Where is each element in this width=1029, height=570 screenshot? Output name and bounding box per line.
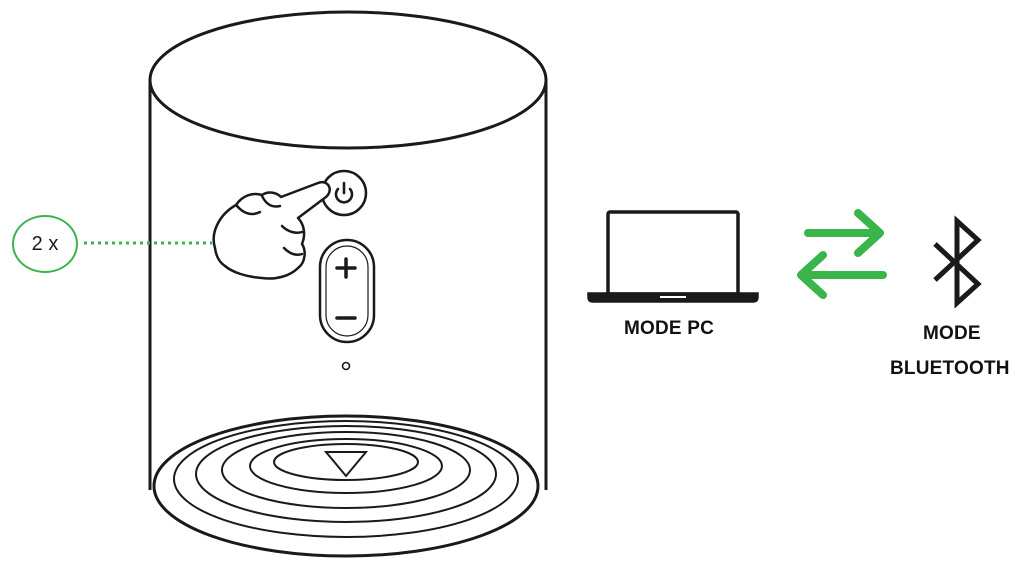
speaker-body [148,80,548,490]
mode-pc-label: MODE PC [624,318,715,339]
mode-bluetooth-label-line1: MODE [923,323,981,344]
volume-rocker[interactable] [318,238,376,344]
volume-rocker-body[interactable] [318,238,376,344]
bluetooth-icon [933,215,982,309]
speaker-top-rim [148,10,548,150]
laptop-screen [606,210,740,296]
base-ring-5 [249,438,443,494]
speaker-base [152,414,540,558]
pointing-hand-icon [212,180,331,280]
power-button[interactable] [320,169,368,217]
speaker [148,10,548,490]
base-ring-6 [273,443,419,481]
base-ring-4 [221,431,471,509]
press-count-text: 2 x [31,232,59,255]
press-count-badge: 2 x [12,215,78,273]
base-ring-3 [195,425,497,523]
power-icon [334,181,354,204]
laptop-icon [587,210,759,303]
base-outer-ring [152,414,540,558]
base-logo-notch [323,451,369,478]
plus-icon[interactable] [335,257,357,279]
volume-rocker-inner [325,245,369,337]
base-ring-2 [173,420,519,538]
status-led [341,361,351,371]
mode-bluetooth-label-line2: BLUETOOTH [890,358,1010,379]
swap-arrows-icon [797,209,887,299]
